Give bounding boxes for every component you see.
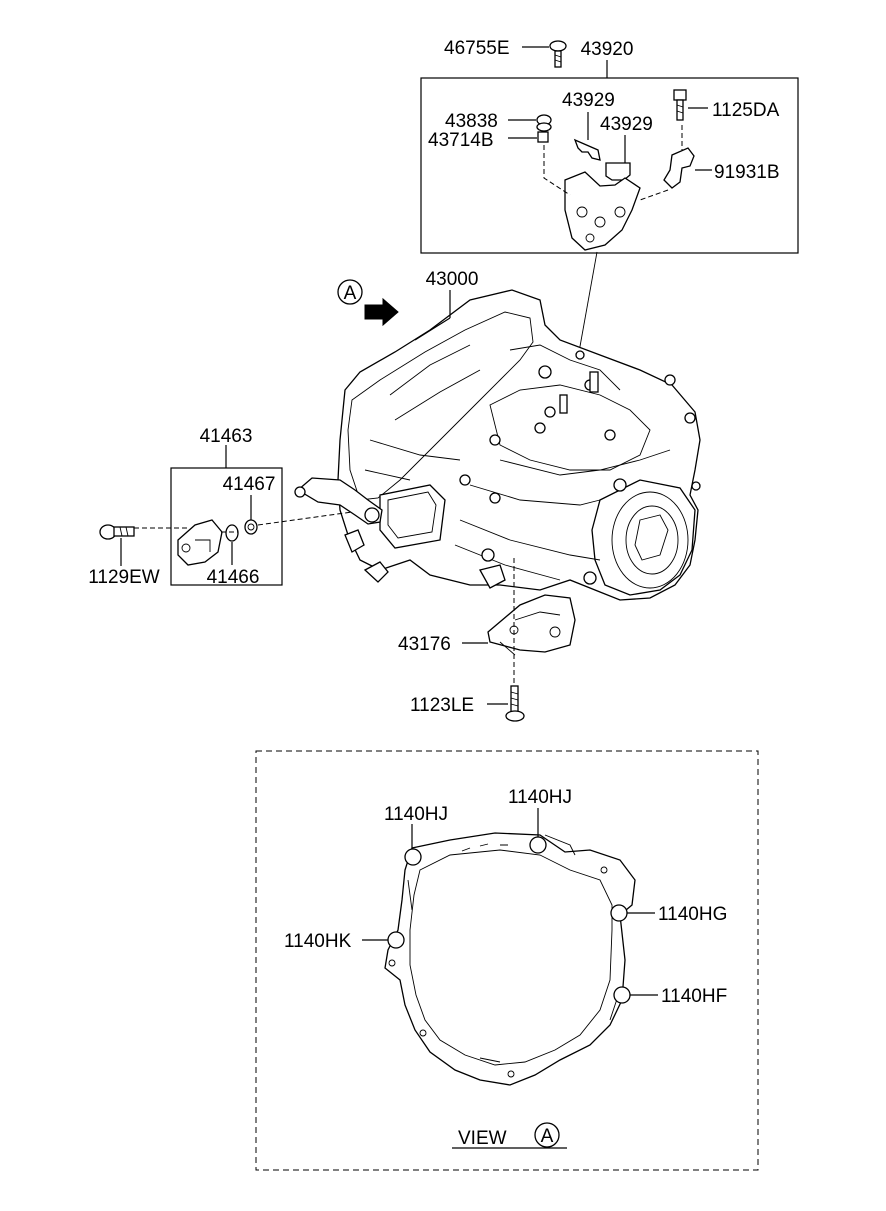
label-1129ew: 1129EW bbox=[88, 567, 160, 588]
bolt-1129ew bbox=[99, 524, 135, 540]
label-43714b: 43714B bbox=[428, 130, 494, 151]
bracket-91931b bbox=[663, 147, 695, 189]
nut-41467 bbox=[244, 519, 258, 535]
bolt-1123le bbox=[505, 685, 525, 722]
mount-bracket-43176 bbox=[487, 594, 576, 656]
nut-41466 bbox=[225, 524, 239, 542]
bracket-41463 bbox=[177, 519, 223, 566]
bolt-1140hf bbox=[613, 986, 631, 1004]
clip-43929-right bbox=[605, 162, 631, 181]
bell-housing-flange bbox=[384, 832, 636, 1086]
release-cylinder bbox=[294, 477, 383, 525]
label-43929-b: 43929 bbox=[600, 114, 653, 135]
pin-43714b bbox=[537, 131, 549, 143]
label-41467: 41467 bbox=[223, 474, 276, 495]
label-91931b: 91931B bbox=[714, 162, 780, 183]
bolt-46755e bbox=[549, 40, 567, 68]
label-1125da: 1125DA bbox=[712, 100, 780, 121]
label-1140hj-a: 1140HJ bbox=[384, 804, 448, 825]
seal-43838 bbox=[536, 114, 552, 132]
label-1140hk: 1140HK bbox=[284, 931, 352, 952]
bolt-1140hj-left bbox=[404, 848, 422, 866]
view-a-box bbox=[255, 750, 759, 1171]
label-43176: 43176 bbox=[398, 634, 451, 655]
label-1140hg: 1140HG bbox=[658, 904, 727, 925]
label-1140hf: 1140HF bbox=[661, 986, 727, 1007]
bolt-1125da bbox=[673, 89, 687, 121]
label-41466: 41466 bbox=[207, 567, 260, 588]
label-view: VIEW bbox=[458, 1128, 507, 1149]
shift-bracket bbox=[564, 171, 641, 251]
bolt-1140hj-right bbox=[529, 836, 547, 854]
transaxle-43000 bbox=[337, 289, 701, 601]
label-1123le: 1123LE bbox=[410, 695, 474, 716]
label-1140hj-b: 1140HJ bbox=[508, 787, 572, 808]
label-view-a-top: A bbox=[344, 283, 357, 304]
view-arrow-icon bbox=[364, 297, 399, 327]
clip-43929-left bbox=[573, 138, 601, 161]
bolt-1140hg bbox=[610, 904, 628, 922]
label-41463: 41463 bbox=[200, 426, 253, 447]
view-a-marker-bottom bbox=[534, 1122, 560, 1148]
label-43838: 43838 bbox=[445, 111, 498, 132]
label-view-letter: A bbox=[541, 1126, 554, 1147]
label-43929-a: 43929 bbox=[562, 90, 615, 111]
label-46755e: 46755E bbox=[444, 38, 510, 59]
shift-assembly-box bbox=[420, 77, 799, 254]
label-43920: 43920 bbox=[581, 39, 634, 60]
bolt-1140hk bbox=[387, 931, 405, 949]
view-a-marker-top bbox=[337, 279, 363, 305]
label-43000: 43000 bbox=[426, 269, 479, 290]
